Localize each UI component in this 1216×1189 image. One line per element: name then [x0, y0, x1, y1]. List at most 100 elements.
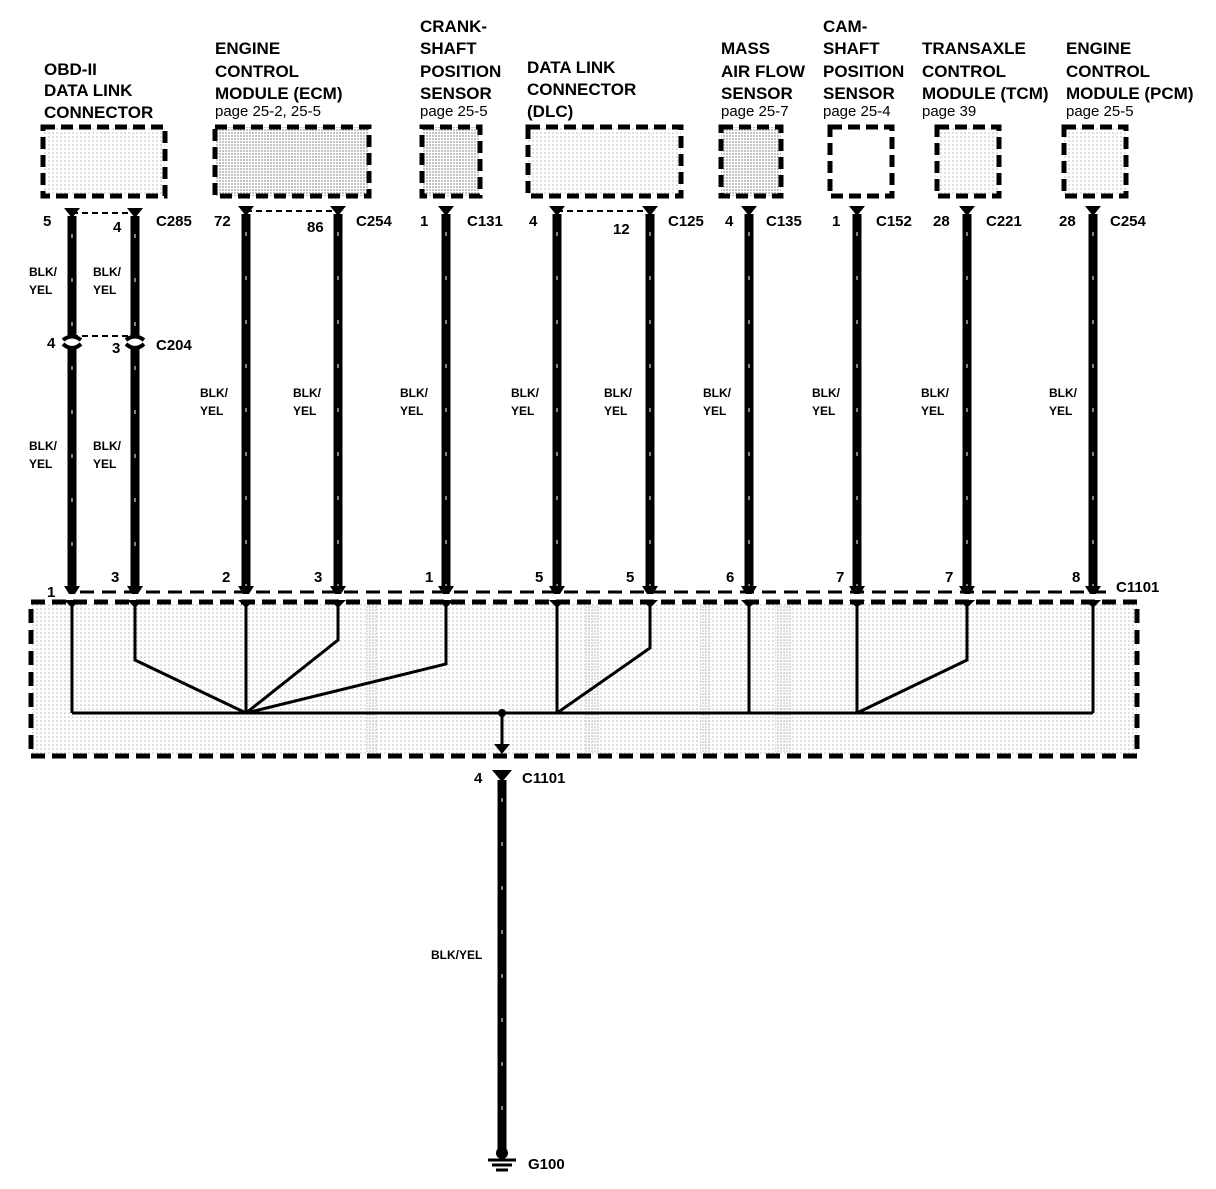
splice-pin-6: 6	[726, 569, 734, 586]
wire-color-pcm-2: YEL	[1049, 404, 1072, 418]
splice-pin-5b: 5	[626, 569, 634, 586]
splice-inner-pin-ecm-pin86	[330, 600, 346, 608]
pin-top-ecm-pin72	[238, 206, 254, 216]
component-ecm-page: page 25-2, 25-5	[215, 103, 321, 120]
component-label-cmp: CAM- SHAFT POSITION SENSOR page 25-4	[823, 17, 904, 120]
connector-c131: C131	[467, 213, 503, 230]
ground-node	[496, 1147, 508, 1159]
splice-leg-ecm86	[245, 606, 340, 715]
component-maf-line-1: MASS	[721, 39, 770, 58]
ground-connector: 4 C1101 BLK/YEL G100	[431, 770, 565, 1173]
component-maf-line-2: AIR FLOW	[721, 62, 806, 81]
wire-color-cmp: BLK/	[812, 386, 841, 400]
component-pcm-line-3: MODULE (PCM)	[1066, 84, 1193, 103]
component-label-maf: MASS AIR FLOW SENSOR page 25-7	[721, 39, 806, 120]
splice-internal-wiring	[64, 590, 1110, 754]
splice-pin-5a: 5	[535, 569, 543, 586]
splice-drop-arrow	[494, 744, 510, 754]
wire-color-maf-2: YEL	[703, 404, 726, 418]
wire-color-ecm72-2: YEL	[200, 404, 223, 418]
pin-top-obd-pin4	[127, 208, 143, 218]
splice-inner-pin-dlc-pin12	[642, 600, 658, 608]
component-tcm-line-2: CONTROL	[922, 62, 1006, 81]
component-label-ckp: CRANK- SHAFT POSITION SENSOR page 25-5	[420, 17, 501, 120]
wire-color-dlc12: BLK/	[604, 386, 633, 400]
pin-c285-5: 5	[43, 213, 51, 230]
splice-inner-pin-ecm-pin72	[238, 600, 254, 608]
component-cmp-line-4: SENSOR	[823, 84, 895, 103]
splice-inner-pin-maf-pin4	[741, 600, 757, 608]
wire-color-cmp-2: YEL	[812, 404, 835, 418]
splice-leg-ckp	[245, 606, 448, 715]
pin-top-ecm-pin86	[330, 206, 346, 216]
component-ckp-line-1: CRANK-	[420, 17, 487, 36]
top-connector-names: C285 C254 C131 C125 C135 C152 C221 C254	[156, 213, 1147, 230]
wire-color-dlc4-2: YEL	[511, 404, 534, 418]
component-cmp-page: page 25-4	[823, 103, 891, 120]
splice-leg-obd4	[133, 606, 247, 715]
component-label-pcm: ENGINE CONTROL MODULE (PCM) page 25-5	[1066, 39, 1193, 120]
wire-color-obd4-upper-2: YEL	[93, 283, 116, 297]
ground-wire-color: BLK/YEL	[431, 948, 482, 962]
wire-color-pcm: BLK/	[1049, 386, 1078, 400]
wire-color-obd5-upper: BLK/	[29, 265, 58, 279]
connector-c285: C285	[156, 213, 192, 230]
pin-c204-4: 4	[47, 335, 56, 352]
component-label-obd: OBD-II DATA LINK CONNECTOR	[44, 60, 153, 122]
component-ckp-line-2: SHAFT	[420, 39, 477, 58]
component-box-ecm	[212, 124, 372, 199]
component-pcm-line-2: CONTROL	[1066, 62, 1150, 81]
connector-c152: C152	[876, 213, 912, 230]
component-dlc-line-1: DATA LINK	[527, 58, 616, 77]
splice-connector-c1101: C1101	[1116, 579, 1159, 596]
wire-color-obd4-lower: BLK/	[93, 439, 122, 453]
wire-color-ckp-2: YEL	[400, 404, 423, 418]
pin-c254-72: 72	[214, 213, 231, 230]
component-box-maf	[718, 124, 784, 199]
connector-c254-ecm: C254	[356, 213, 393, 230]
component-label-ecm: ENGINE CONTROL MODULE (ECM) page 25-2, 2…	[215, 39, 342, 120]
connector-c135: C135	[766, 213, 802, 230]
splice-pack-box	[28, 599, 1140, 759]
component-box-obd	[40, 124, 168, 199]
component-tcm-line-1: TRANSAXLE	[922, 39, 1026, 58]
component-box-tcm	[934, 124, 1002, 199]
wire-color-obd5-lower: BLK/	[29, 439, 58, 453]
wire-color-ecm72: BLK/	[200, 386, 229, 400]
splice-pin-3b: 3	[314, 569, 322, 586]
connector-c204: C204	[156, 337, 193, 354]
wire-color-obd4-upper: BLK/	[93, 265, 122, 279]
inline-connector-c204: 4 3 C204	[47, 335, 193, 357]
pin-c221-28: 28	[933, 213, 950, 230]
component-tcm-page: page 39	[922, 103, 976, 120]
pin-c125-4: 4	[529, 213, 538, 230]
component-maf-line-3: SENSOR	[721, 84, 793, 103]
component-dlc-line-2: CONNECTOR	[527, 80, 636, 99]
splice-pin-8: 8	[1072, 569, 1080, 586]
pin-c254-86: 86	[307, 219, 324, 236]
wire-color-maf: BLK/	[703, 386, 732, 400]
connector-c125: C125	[668, 213, 704, 230]
splice-pin-3a: 3	[111, 569, 119, 586]
wire-color-obd5-upper-2: YEL	[29, 283, 52, 297]
pin-top-cmp-pin1	[849, 206, 865, 216]
ground-name-g100: G100	[528, 1156, 565, 1173]
component-box-ckp	[419, 124, 483, 199]
wire-color-ckp: BLK/	[400, 386, 429, 400]
splice-pin-1: 1	[47, 584, 55, 601]
wire-color-obd4-lower-2: YEL	[93, 457, 116, 471]
splice-pin-top-obd-pin5	[64, 586, 80, 594]
component-boxes	[40, 124, 1129, 199]
component-maf-page: page 25-7	[721, 103, 789, 120]
component-ecm-line-2: CONTROL	[215, 62, 299, 81]
component-box-pcm	[1061, 124, 1129, 199]
pin-top-maf-pin4	[741, 206, 757, 216]
c204-socket-obd-pin4	[124, 342, 146, 350]
splice-inner-pin-cmp-pin1	[849, 600, 865, 608]
pin-c204-3: 3	[112, 340, 120, 357]
splice-inner-pin-ckp-pin1	[438, 600, 454, 608]
pin-c131-1: 1	[420, 213, 428, 230]
c204-socket-obd-pin5	[61, 342, 83, 350]
pin-top-pcm-pin28	[1085, 206, 1101, 216]
